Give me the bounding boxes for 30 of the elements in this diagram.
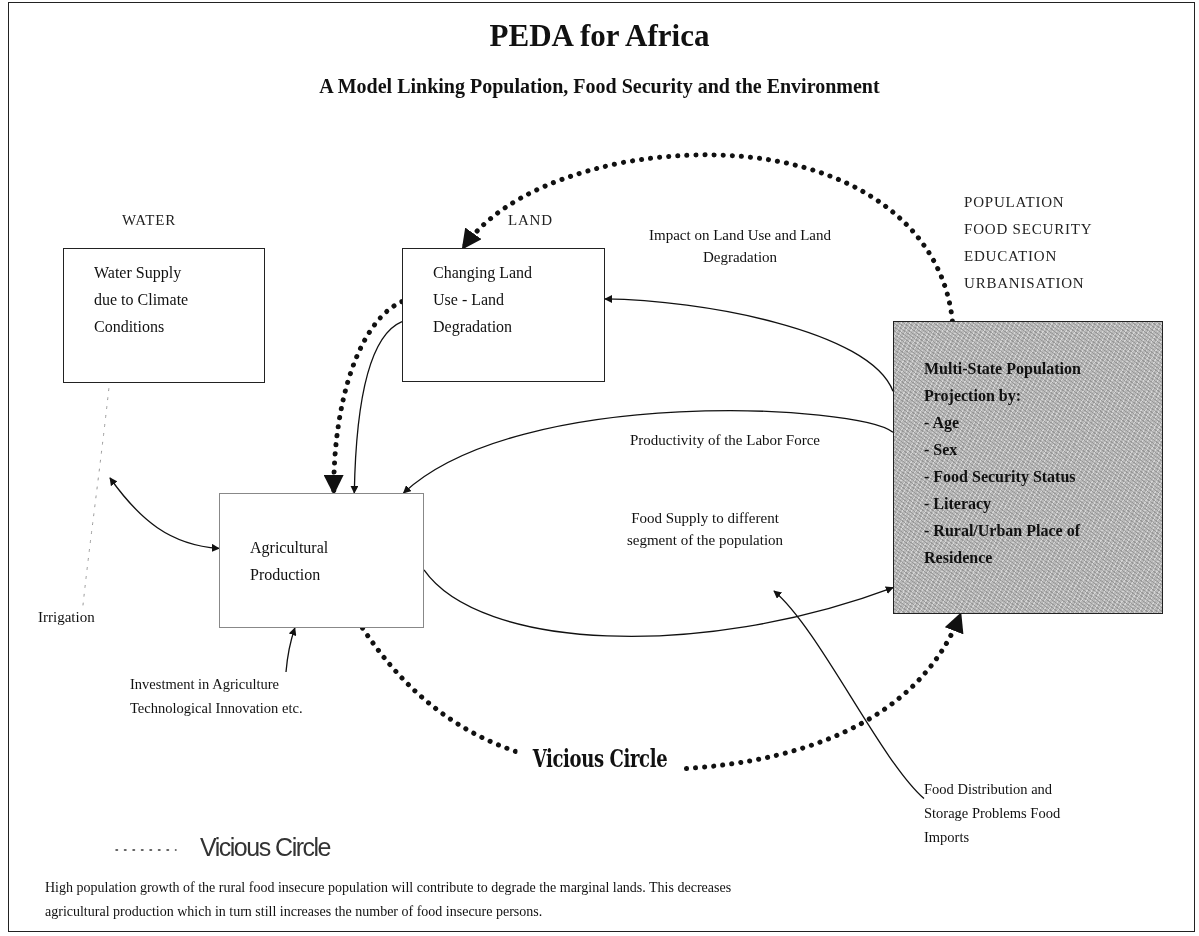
subtitle: A Model Linking Population, Food Security and the Environment [318, 75, 881, 98]
note-text: Food Distribution and Storage Problems Food Imports [924, 780, 1062, 847]
list-item-text: - Sex [924, 440, 959, 460]
arrow [350, 321, 403, 494]
arrow [402, 410, 894, 494]
category-heading: WATER [122, 211, 176, 230]
arrow [604, 295, 894, 392]
category-heading: FOOD SECURITY [964, 220, 1093, 239]
process-box [219, 493, 424, 628]
box-text: Multi-State Population Projection by: [924, 359, 1082, 407]
arrow [423, 569, 894, 637]
arrow [109, 477, 220, 552]
box-text: Changing Land Use - Land Degradation [433, 263, 533, 338]
arrow [773, 590, 925, 800]
list-item-text: - Literacy [924, 494, 993, 515]
category-heading: LAND [508, 211, 553, 230]
category-heading: URBANISATION [964, 274, 1086, 293]
arrow [285, 627, 297, 673]
list-item-text: - Age [924, 413, 961, 434]
category-heading: EDUCATION [964, 247, 1059, 266]
list-item-text: - Rural/Urban Place of Residence [924, 521, 1082, 568]
caption: High population growth of the rural food insecure population will contribute to degrade the marginal lands. This decreases agricultural production which in turn still increases the number of food insecure persons. [45, 879, 733, 921]
title: PEDA for Africa [488, 18, 711, 54]
legend-text: Vicious Circle [200, 833, 330, 862]
box-text: Agricultural Production [250, 538, 330, 585]
note-text: Investment in Agriculture Technological Innovation etc. [130, 675, 304, 718]
box-text: Water Supply due to Climate Conditions [94, 263, 190, 337]
note-text: Irrigation [38, 608, 96, 627]
category-heading: POPULATION [964, 193, 1066, 212]
list-item-text: - Food Security Status [924, 467, 1077, 488]
